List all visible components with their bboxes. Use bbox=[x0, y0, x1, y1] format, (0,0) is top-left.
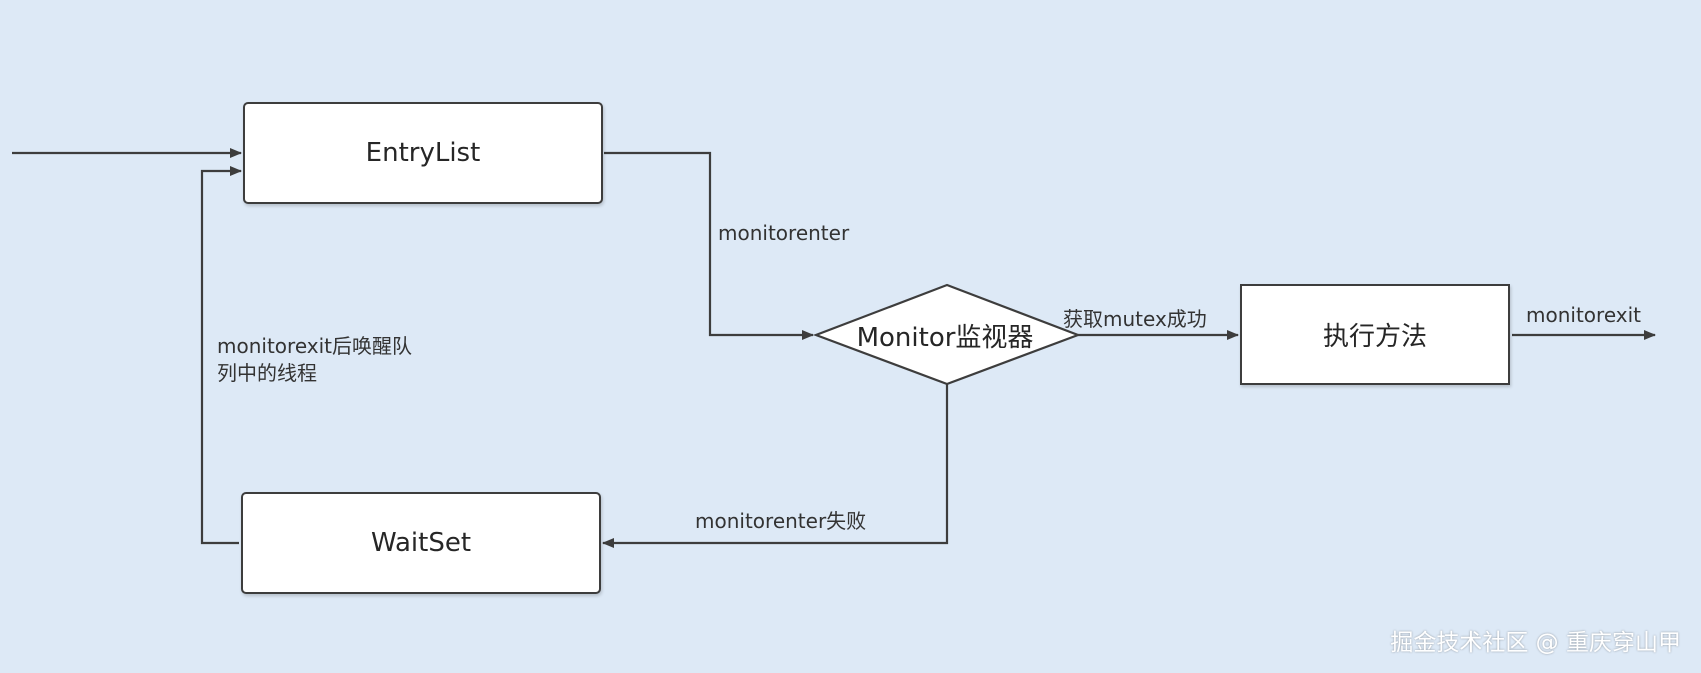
monitorenter-fail-arrow bbox=[602, 384, 949, 548]
execute-method-node: 执行方法 bbox=[1240, 284, 1510, 385]
execute-method-label: 执行方法 bbox=[1322, 322, 1427, 352]
monitorenter-arrow bbox=[604, 151, 814, 340]
wakeup-label: monitorexit后唤醒队列中的线程 bbox=[217, 334, 412, 385]
watermark: 掘金技术社区 @ 重庆穿山甲 bbox=[1390, 630, 1681, 656]
monitorexit-label: monitorexit bbox=[1526, 303, 1641, 327]
waitset-label: WaitSet bbox=[370, 528, 472, 558]
entrylist-node: EntryList bbox=[243, 102, 603, 204]
monitor-diamond bbox=[812, 283, 1082, 386]
wakeup-arrow bbox=[200, 166, 242, 545]
monitorenter-fail-label: monitorenter失败 bbox=[695, 509, 867, 533]
acquire-success-label: 获取mutex成功 bbox=[1063, 307, 1207, 331]
monitorenter-label: monitorenter bbox=[718, 221, 850, 245]
entrylist-label: EntryList bbox=[365, 138, 481, 168]
waitset-node: WaitSet bbox=[241, 492, 601, 594]
monitor-label: Monitor监视器 bbox=[856, 322, 1034, 353]
